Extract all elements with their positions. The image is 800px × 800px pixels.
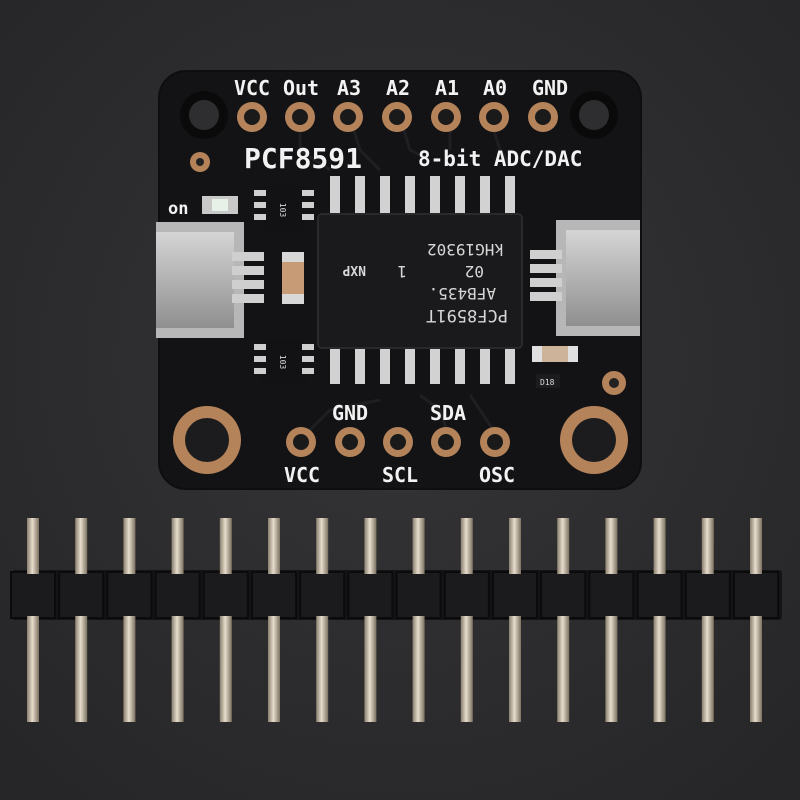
header-pin-upper xyxy=(701,518,714,574)
header-segment xyxy=(636,571,683,619)
header-pin-upper xyxy=(316,518,329,574)
nxp-logo: NXP xyxy=(342,262,366,277)
pin-label-osc: OSC xyxy=(479,463,515,487)
capacitor xyxy=(282,252,304,304)
svg-text:D18: D18 xyxy=(540,378,555,387)
header-pin-upper xyxy=(557,518,570,574)
header-pin-upper xyxy=(364,518,377,574)
header-pin-lower xyxy=(75,616,88,722)
header-segment xyxy=(299,571,346,619)
pin-label-a1: A1 xyxy=(435,76,459,100)
board-title: PCF8591 xyxy=(244,142,362,175)
pcb-board: VCC Out A3 A2 A1 A0 GND PCF8591 8-bit AD… xyxy=(156,70,642,490)
pin-label-a0: A0 xyxy=(483,76,507,100)
on-label: on xyxy=(168,199,188,219)
header-pin-lower xyxy=(750,616,762,722)
header-segment xyxy=(202,571,249,619)
header-pin-lower xyxy=(219,616,232,722)
pcf8591-chip: PCF8591T AFB435. 02 1 kHG19302 NXP xyxy=(317,176,523,384)
pin-label-out: Out xyxy=(283,76,319,100)
small-capacitor xyxy=(532,346,578,362)
header-pin-upper xyxy=(509,518,521,574)
stemma-connector-left xyxy=(156,222,264,338)
header-pin-upper xyxy=(605,518,618,574)
resistor-array-bottom: 103 xyxy=(254,340,314,384)
bottom-pin-pads xyxy=(286,427,510,457)
header-pin-lower xyxy=(27,616,39,722)
header-pin-lower xyxy=(509,616,521,722)
header-pin-lower xyxy=(171,616,184,722)
header-segment xyxy=(588,571,635,619)
diode xyxy=(536,374,560,388)
header-pin-lower xyxy=(653,616,666,722)
pin-label-vcc-bottom: VCC xyxy=(284,463,320,487)
header-pin-upper xyxy=(750,518,762,574)
header-pin-upper xyxy=(75,518,88,574)
header-pin-upper xyxy=(268,518,280,574)
header-pin-lower xyxy=(557,616,570,722)
header-segment xyxy=(492,571,538,619)
header-segment xyxy=(733,571,779,619)
header-segment xyxy=(106,571,153,619)
svg-text:103: 103 xyxy=(278,203,287,218)
header-pin-lower xyxy=(412,616,425,722)
header-pin-upper xyxy=(123,518,136,574)
pin-label-scl: SCL xyxy=(382,463,418,487)
pin-label-a3: A3 xyxy=(337,76,361,100)
pin-label-a2: A2 xyxy=(386,76,410,100)
header-segment xyxy=(154,571,201,619)
header-pin-upper xyxy=(171,518,184,574)
top-pin-pads xyxy=(237,102,558,132)
header-pin-lower xyxy=(460,616,473,722)
pin-label-vcc-top: VCC xyxy=(234,76,270,100)
header-segment xyxy=(10,571,56,619)
mounting-hole-bottom-right xyxy=(560,406,628,474)
pin-label-gnd-bottom: GND xyxy=(332,401,368,425)
chip-marking-line-1: kHG19302 xyxy=(427,240,504,259)
header-segment xyxy=(395,571,442,619)
header-pin-lower xyxy=(701,616,714,722)
header-pin-lower xyxy=(316,616,329,722)
header-pin-upper xyxy=(219,518,232,574)
header-pin-lower xyxy=(268,616,280,722)
resistor-array-top: 103 xyxy=(254,186,314,230)
header-segment xyxy=(540,571,587,619)
header-pin-lower xyxy=(364,616,377,722)
chip-marking-line-4: PCF8591T xyxy=(426,305,508,325)
header-segment xyxy=(347,571,394,619)
pin-label-sda: SDA xyxy=(430,401,466,425)
pin-label-gnd-top: GND xyxy=(532,76,568,100)
stemma-connector-right xyxy=(530,220,640,336)
mounting-hole-top-right xyxy=(570,91,618,139)
header-pin-lower xyxy=(605,616,618,722)
header-segment xyxy=(443,571,490,619)
header-pin-upper xyxy=(460,518,473,574)
chip-marking-line-2: 02 1 xyxy=(397,262,484,281)
chip-marking-line-3: AFB435. xyxy=(429,284,496,303)
header-pin-upper xyxy=(27,518,39,574)
mounting-hole-top-left xyxy=(180,91,228,139)
svg-text:103: 103 xyxy=(278,355,287,370)
header-segment xyxy=(684,571,731,619)
header-segment xyxy=(251,571,297,619)
header-segment xyxy=(58,571,105,619)
header-pin-upper xyxy=(412,518,425,574)
board-subtitle: 8-bit ADC/DAC xyxy=(418,147,582,171)
mounting-hole-bottom-left xyxy=(173,406,241,474)
header-pin-lower xyxy=(123,616,136,722)
header-pin-strip xyxy=(10,518,782,722)
header-pin-upper xyxy=(653,518,666,574)
